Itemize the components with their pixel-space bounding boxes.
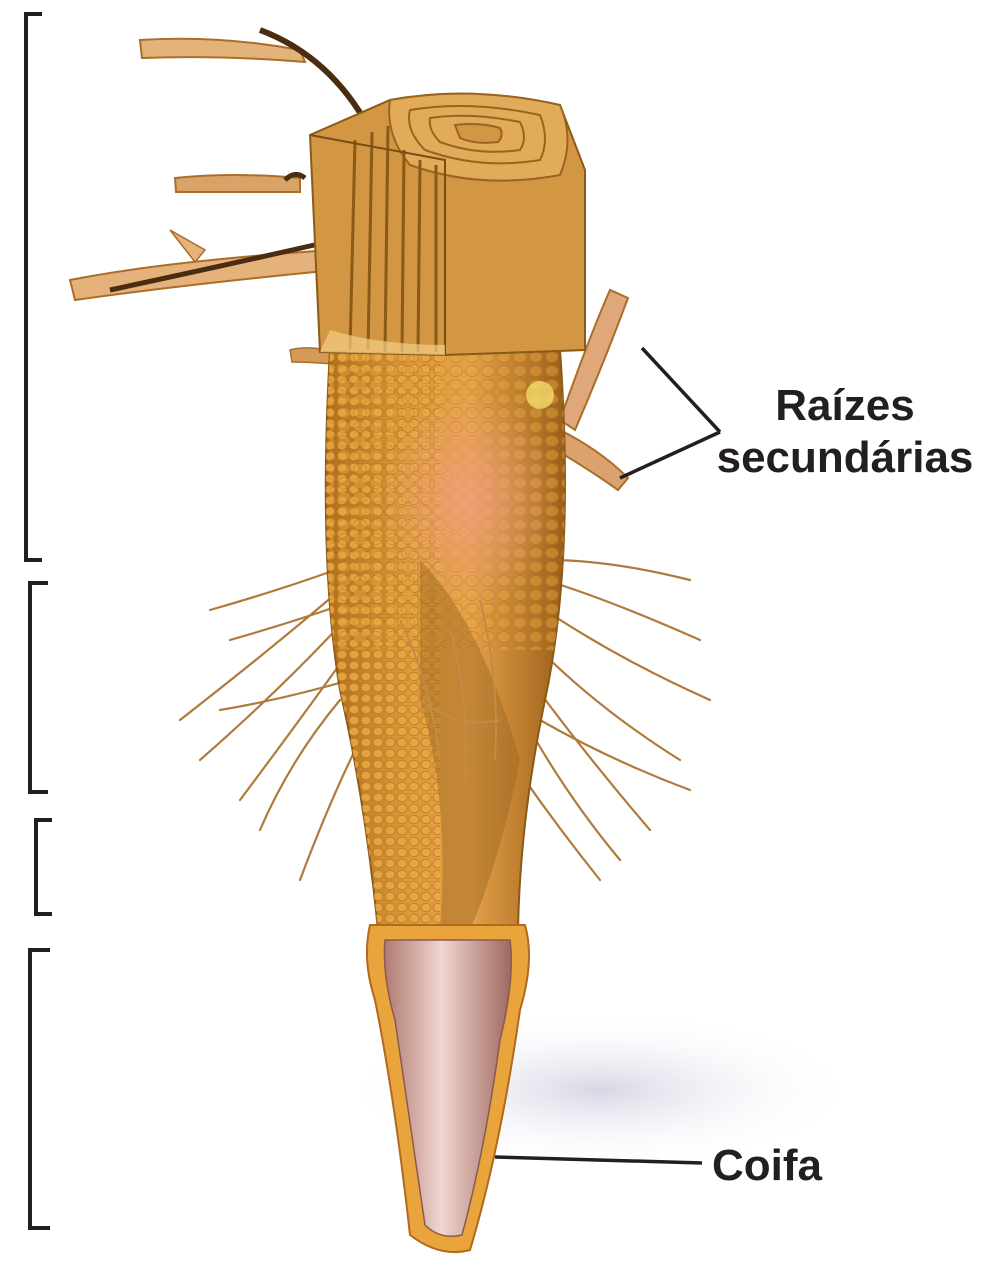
root-cap [367,925,529,1252]
label-raizes-line1: Raízes [700,380,990,432]
zone-bracket-meristematica [30,950,50,1228]
label-raizes-line2: secundárias [700,432,990,484]
root-cross-section [310,94,585,355]
zone-bracket-pilifera [30,583,48,792]
root-cell-texture [320,350,580,950]
label-coifa: Coifa [712,1140,822,1192]
zone-bracket-ramificacao [26,14,42,560]
label-raizes-secundarias: Raízes secundárias [700,380,990,484]
zone-bracket-alongamento [36,820,52,914]
highlight-spot [526,381,554,409]
